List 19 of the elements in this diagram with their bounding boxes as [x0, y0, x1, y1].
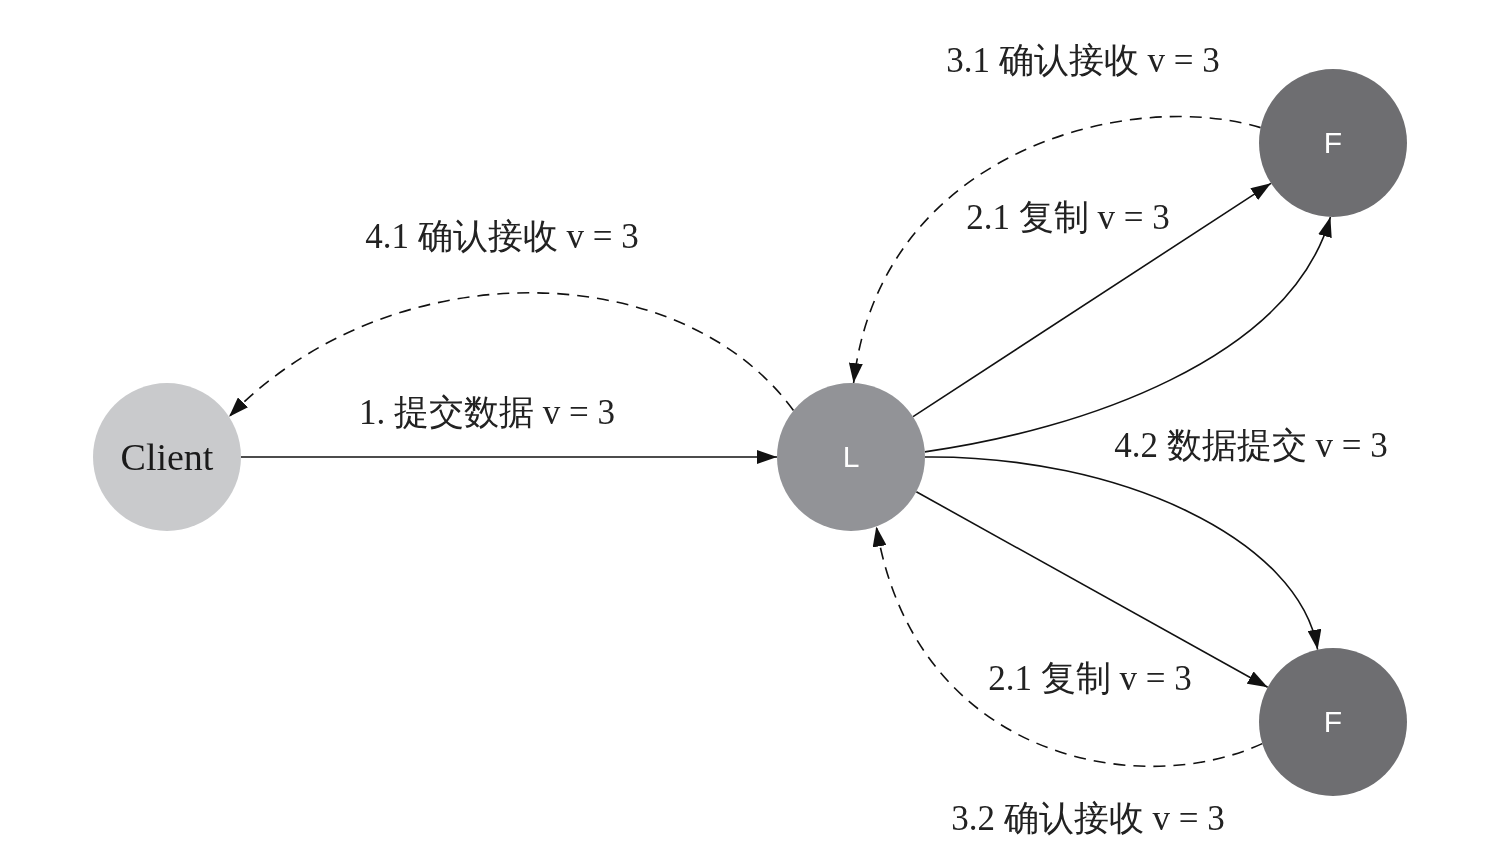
dashed-arrow — [850, 115, 1262, 384]
node-label: F — [1323, 128, 1343, 158]
node-label: L — [842, 442, 860, 472]
edge-label: 4.2 数据提交 v = 3 — [1114, 427, 1388, 463]
edge-label: 3.2 确认接收 v = 3 — [951, 800, 1225, 836]
dashed-arrow — [874, 525, 1264, 768]
edge-label: 2.1 复制 v = 3 — [966, 199, 1170, 235]
node-label: F — [1323, 707, 1343, 737]
edge-label: 1. 提交数据 v = 3 — [359, 394, 615, 430]
dashed-arrow — [228, 291, 795, 418]
arrow — [915, 490, 1269, 689]
edge-label: 4.1 确认接收 v = 3 — [365, 218, 639, 254]
arrow — [912, 182, 1272, 418]
node-label: Client — [120, 438, 214, 476]
edge-label: 3.1 确认接收 v = 3 — [946, 42, 1220, 78]
edge-label: 2.1 复制 v = 3 — [988, 660, 1192, 696]
arrow — [924, 456, 1319, 651]
arrow — [924, 216, 1332, 453]
arrow — [240, 450, 778, 464]
